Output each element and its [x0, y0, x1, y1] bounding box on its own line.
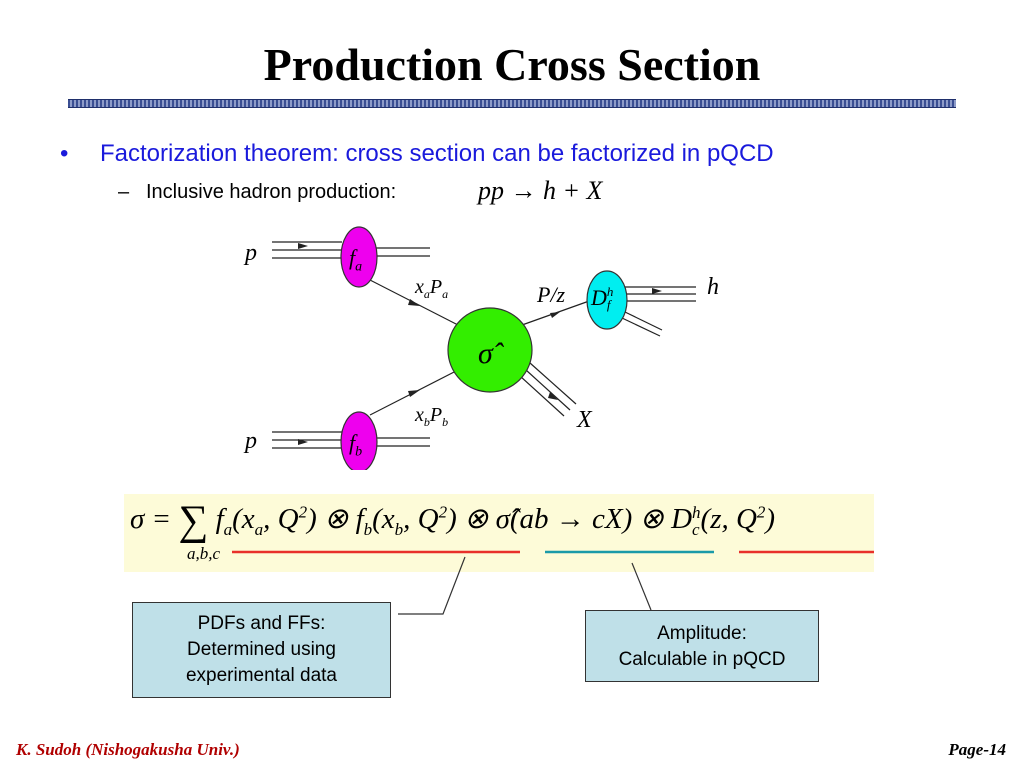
pa-sub: a [442, 287, 449, 301]
title-rule [68, 99, 956, 108]
pb-letter: P [429, 404, 443, 426]
parton-b-arrow [408, 390, 420, 397]
slide-title: Production Cross Section [263, 39, 761, 90]
pdf-b-blob [340, 411, 378, 470]
sum-symbol: ∑ [178, 498, 209, 544]
x-out-lines [519, 362, 577, 417]
formula-q1-sup: 2 [298, 502, 308, 522]
reaction-equation: pp → h + X [478, 176, 603, 205]
formula-close: ) [765, 503, 776, 535]
label-p-top: p [245, 240, 257, 266]
formula-xa: (x [232, 503, 255, 535]
label-fa: fa [349, 245, 362, 275]
sum-subscript: a,b,c [187, 544, 221, 563]
sub-bullet-inclusive: –Inclusive hadron production: [118, 181, 396, 204]
hadron-out-arrow [652, 288, 662, 294]
formula-d-sup: h [692, 503, 701, 523]
pb-sub: b [442, 415, 449, 429]
formula-xb: (x [372, 503, 395, 535]
label-p-bottom: p [245, 428, 257, 454]
label-X: X [577, 407, 592, 433]
formula-xa-sub: a [254, 519, 264, 539]
xb-letter: x [415, 404, 424, 426]
callout-left-line3: experimental data [185, 665, 338, 686]
bullet-dash: – [118, 181, 130, 203]
xa-sub: a [423, 287, 430, 301]
fa-letter: f [349, 245, 356, 270]
bullet-text: Factorization theorem: cross section can… [100, 140, 774, 167]
xb-sub: b [423, 415, 430, 429]
formula-fa-sub: a [223, 519, 233, 539]
d-sup: h [606, 284, 614, 299]
footer-author: K. Sudoh (Nishogakusha Univ.) [16, 740, 240, 759]
factorization-diagram [272, 226, 696, 470]
callout-right-line1: Amplitude: [657, 623, 747, 644]
parton-c-arrow [550, 312, 560, 318]
d-letter: D [591, 285, 607, 310]
hadron-out-lines [618, 286, 696, 337]
pa-letter: P [429, 276, 443, 298]
parton-a-arrow [408, 299, 420, 306]
bullet-dot: • [60, 140, 69, 167]
sub-bullet-text: Inclusive hadron production: [146, 181, 397, 203]
d-sub: f [606, 297, 611, 312]
formula-q1: , Q [263, 503, 299, 535]
label-p-over-z: P/z [537, 282, 566, 307]
bullet-factorization: • Factorization theorem: cross section ca… [60, 140, 774, 168]
formula-q2-sup: 2 [438, 502, 448, 522]
label-h: h [707, 274, 719, 300]
formula-q3-sup: 2 [756, 502, 766, 522]
hard-process-blob [447, 307, 533, 393]
callout-left-line1: PDFs and FFs: [197, 613, 326, 634]
callout-left-line2: Determined using [187, 639, 336, 660]
formula-q2: , Q [403, 503, 439, 535]
proton-b-arrow [298, 439, 308, 445]
fb-letter: f [349, 430, 356, 455]
formula-lhs: σ = [130, 503, 172, 535]
factorization-formula: σ = ∑ fa(xa, Q2) ⊗ fb(xb, Q2) ⊗ σ̂(ab → … [130, 497, 775, 545]
xa-letter: x [415, 276, 424, 298]
label-xaPa: xaPa [415, 276, 448, 302]
callout-pdfs-ffs: PDFs and FFs: Determined using experimen… [132, 602, 391, 698]
label-fb: fb [349, 430, 362, 460]
formula-zq: (z, Q [700, 503, 757, 535]
connector-right [631, 562, 652, 611]
formula-sigma-d: ) ⊗ σ̂(ab → cX) ⊗ D [447, 503, 693, 535]
formula-fa: f [215, 503, 224, 535]
label-xbPb: xbPb [415, 404, 448, 430]
x-out-arrow [548, 392, 558, 400]
pdf-a-blob [340, 226, 378, 288]
formula-fb: ) ⊗ f [307, 503, 364, 535]
connector-left [398, 556, 466, 615]
label-sigma-hat: σ̂ [478, 337, 493, 370]
fa-sub: a [355, 259, 363, 275]
ff-blob [586, 270, 628, 330]
formula-fb-sub: b [363, 519, 373, 539]
footer-page-number: Page-14 [948, 740, 1006, 759]
fb-sub: b [355, 444, 363, 460]
callout-right-line2: Calculable in pQCD [618, 649, 786, 670]
formula-d-sub: c [692, 520, 700, 540]
formula-xb-sub: b [394, 519, 404, 539]
formula-box [124, 494, 874, 572]
proton-a-arrow [298, 243, 308, 249]
callout-amplitude: Amplitude: Calculable in pQCD [585, 610, 819, 682]
